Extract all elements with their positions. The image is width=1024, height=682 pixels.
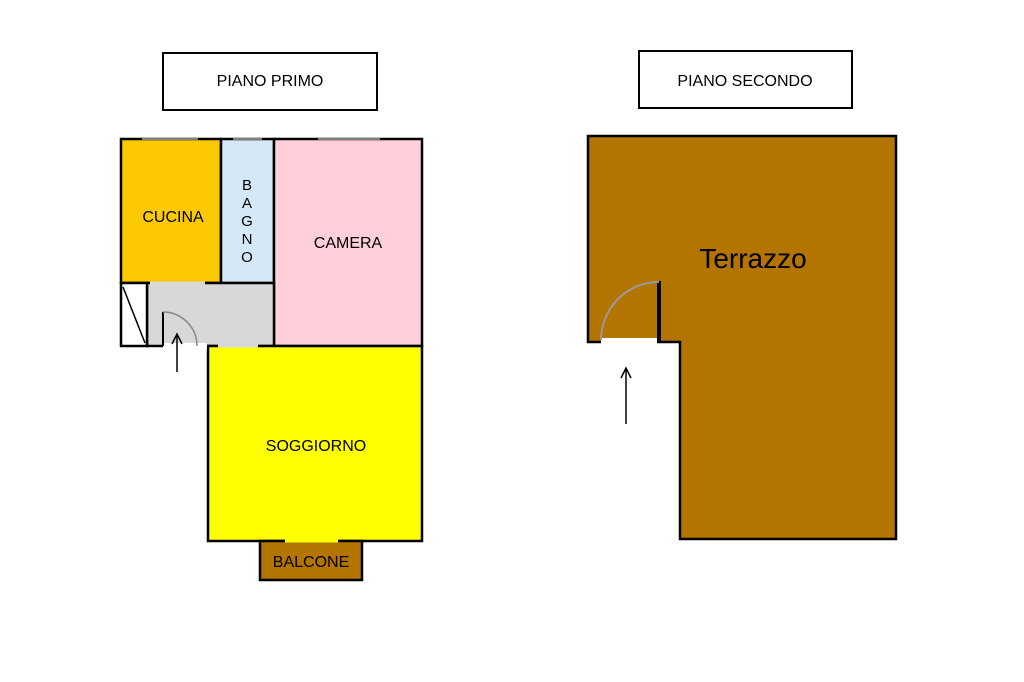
svg-text:N: N (242, 231, 253, 248)
svg-text:B: B (242, 177, 252, 194)
second-floor-title: PIANO SECONDO (677, 73, 812, 90)
second-floor-plan: Terrazzo (586, 134, 898, 541)
stair-closet-diagonal (122, 286, 146, 344)
entrance-arrow-head (171, 332, 183, 345)
living-label: SOGGIORNO (266, 438, 366, 455)
entrance-opening (163, 343, 207, 349)
entrance-door-swing (162, 311, 198, 347)
kitchen-label: CUCINA (142, 209, 204, 226)
terrace-label: Terrazzo (699, 243, 806, 274)
terrace-door-swing (600, 281, 660, 341)
bathroom-label: B A G N O (241, 177, 253, 266)
bedroom-label: CAMERA (314, 235, 383, 252)
first-floor-plan: CUCINA B A G N O CAMERA SOGGIORNO BALCON… (119, 137, 424, 582)
first-floor-title: PIANO PRIMO (217, 73, 324, 90)
svg-text:G: G (241, 213, 253, 230)
terrace-area (586, 134, 898, 541)
balcony-room (258, 539, 364, 582)
living-room (206, 344, 424, 543)
terrace-arrow-head (620, 366, 632, 379)
first-floor-title-box (162, 52, 378, 111)
terrace-door-leaf (657, 281, 661, 342)
balcony-label: BALCONE (273, 554, 349, 571)
second-floor-title-box (638, 50, 853, 109)
svg-text:A: A (242, 195, 252, 212)
terrace-opening (601, 338, 657, 345)
hallway-room (145, 281, 276, 348)
svg-text:O: O (241, 249, 253, 266)
